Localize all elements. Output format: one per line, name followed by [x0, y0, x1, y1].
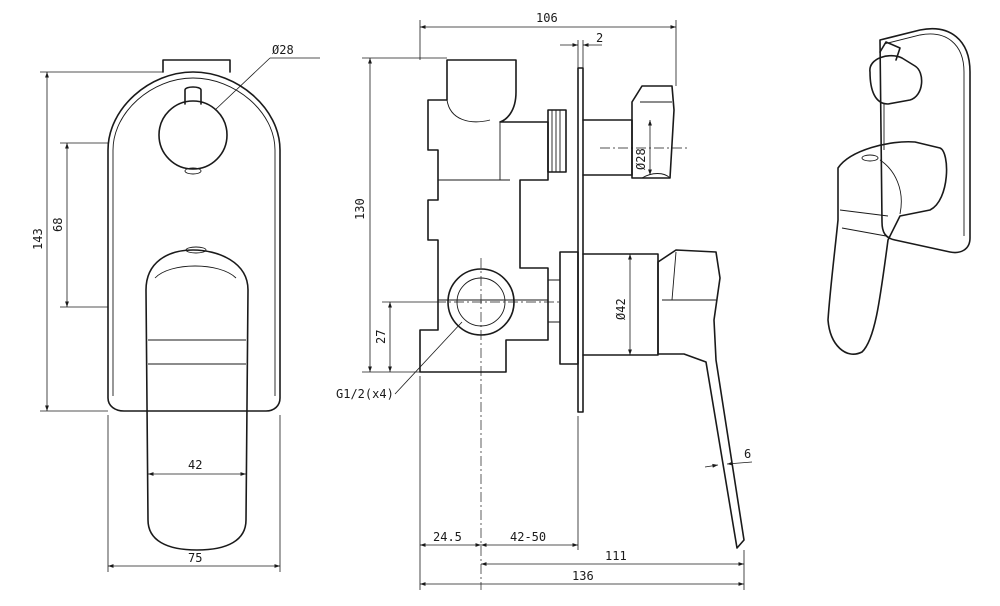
knob-spindle — [582, 119, 633, 176]
side-projection-label: 111 — [605, 549, 627, 563]
front-knob-diameter-label: Ø28 — [272, 43, 294, 57]
iso-cover-plate — [879, 28, 971, 254]
side-outlet-height-label: 27 — [374, 330, 388, 344]
knob-base — [184, 167, 202, 175]
iso-lever-detail — [839, 159, 902, 237]
lever-cap — [154, 265, 237, 279]
side-knob-detail — [640, 101, 672, 179]
knob-pointer — [184, 86, 202, 105]
front-overall-height-label: 143 — [31, 228, 45, 250]
side-knob — [631, 85, 675, 179]
iso-lever-base — [861, 154, 879, 162]
side-lever-detail — [662, 251, 716, 301]
cover-plate — [107, 71, 281, 412]
side-lever-diameter-label: Ø42 — [614, 298, 628, 320]
side-lever-thickness-label: 6 — [744, 447, 751, 461]
iso-knob-pointer — [879, 41, 901, 61]
valve-body-detail — [438, 99, 560, 323]
iso-cover-plate-edge — [883, 33, 965, 236]
side-wall-range-label: 42-50 — [510, 530, 546, 544]
lower-nut — [559, 251, 579, 365]
upper-nut-threads — [551, 110, 561, 172]
side-body-height-label: 130 — [353, 198, 367, 220]
front-handle-width-label: 42 — [188, 458, 202, 472]
side-plate-thickness-label: 2 — [596, 31, 603, 45]
front-inner-height-label: 68 — [51, 218, 65, 232]
side-overall-depth-label: 106 — [536, 11, 558, 25]
front-view: Ø28 143 68 42 75 — [31, 43, 320, 572]
upper-nut — [547, 109, 567, 173]
side-offset-label: 24.5 — [433, 530, 462, 544]
lever-handle — [145, 249, 249, 551]
front-plate-width-label: 75 — [188, 551, 202, 565]
isometric-view — [827, 28, 971, 355]
valve-body — [419, 59, 549, 373]
side-view: 106 2 Ø28 130 27 Ø42 G1/2(x4) 6 — [336, 11, 753, 590]
lever-face-band — [148, 339, 246, 365]
side-knob-diameter-label: Ø28 — [634, 148, 648, 170]
side-total-depth-label: 136 — [572, 569, 594, 583]
diverter-knob — [158, 100, 228, 170]
side-lever — [657, 249, 745, 549]
iso-knob — [869, 54, 923, 105]
iso-lever — [827, 140, 948, 355]
side-thread-label: G1/2(x4) — [336, 387, 394, 401]
cover-plate-inner-edge — [112, 77, 276, 396]
top-lug — [162, 59, 231, 73]
lever-base — [185, 246, 207, 254]
